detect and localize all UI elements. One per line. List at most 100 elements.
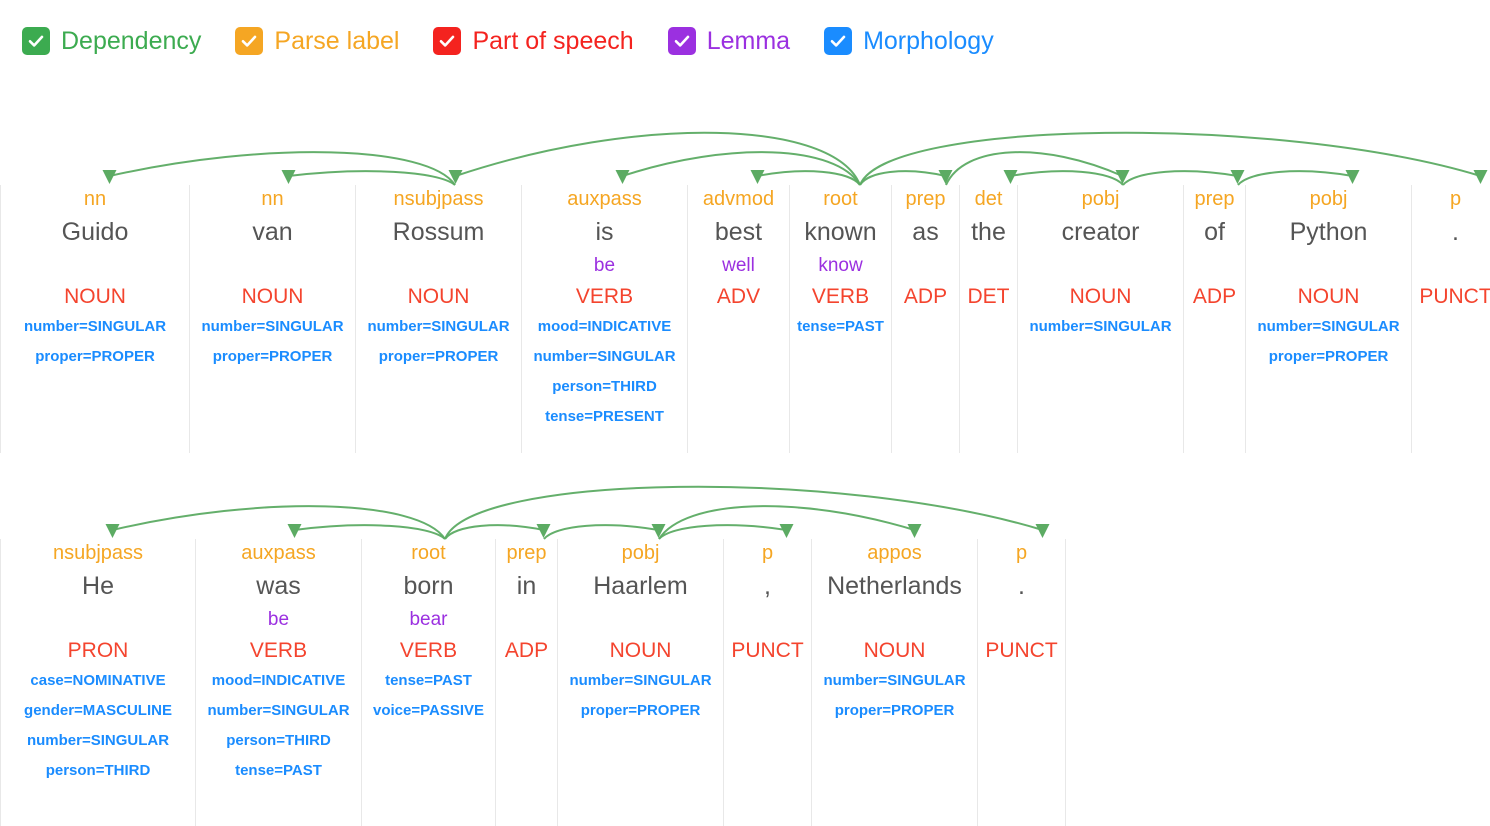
morphology-feature: number=SINGULAR [533,348,676,365]
parse-label: pobj [1081,188,1120,210]
part-of-speech-tag: ADP [504,639,549,662]
part-of-speech-tag: VERB [575,285,634,308]
morphology-feature: voice=PASSIVE [372,702,485,719]
legend-toggle-part-of-speech[interactable]: Part of speech [433,27,634,55]
token-lemma [1098,251,1103,281]
token-word: . [1018,572,1025,600]
arrowhead [536,524,551,538]
token-word: is [595,218,614,246]
part-of-speech-tag: DET [967,285,1010,308]
parse-label: appos [867,542,922,564]
morphology-feature: tense=PAST [385,672,472,689]
token-word: Guido [61,218,129,246]
token-word: known [804,218,877,246]
part-of-speech-tag: NOUN [64,285,126,308]
checkbox-checked-icon[interactable] [22,27,50,55]
morphology-feature: number=SINGULAR [201,318,344,335]
legend-toggle-dependency[interactable]: Dependency [22,27,201,55]
morphology-feature: tense=PRESENT [545,408,664,425]
token-lemma: be [593,255,616,276]
arrowhead [1473,170,1488,184]
checkbox-checked-icon[interactable] [235,27,264,55]
arrowhead [105,524,120,538]
legend-toggle-morphology[interactable]: Morphology [824,27,994,55]
part-of-speech-tag: VERB [811,285,870,308]
token-column[interactable]: p, PUNCT [724,539,812,826]
parse-label: nn [83,188,107,210]
dependency-arc [658,505,922,540]
dependency-arc [287,524,446,540]
token-lemma [1326,251,1331,281]
token-column[interactable]: prep in ADP [496,539,558,826]
morphology-feature: number=SINGULAR [823,672,966,689]
part-of-speech-tag: VERB [249,639,308,662]
dependency-arc [444,524,551,540]
parse-label: det [974,188,1003,210]
dependency-arc [859,170,953,186]
arrowhead [779,524,794,538]
morphology-feature: tense=PAST [797,318,884,335]
morphology-feature: person=THIRD [45,762,151,779]
token-word: Netherlands [827,572,962,600]
dependency-arc [543,524,666,540]
token-column[interactable]: p. PUNCT [1412,185,1490,453]
token-lemma [638,605,643,635]
morphology-feature: number=SINGULAR [367,318,510,335]
arrowhead [651,524,666,538]
token-word: best [714,218,763,246]
dependency-arc [1003,170,1124,186]
token-column[interactable]: p. PUNCT [978,539,1066,826]
part-of-speech-tag: NOUN [1297,285,1360,308]
arrowhead [1230,170,1245,184]
morphology-feature: person=THIRD [552,378,657,395]
morphology-feature: mood=INDICATIVE [537,318,672,335]
checkbox-checked-icon[interactable] [433,27,462,55]
token-word: Rossum [392,218,485,246]
token-lemma [765,605,770,635]
morphology-feature: number=SINGULAR [569,672,712,689]
morphology-feature: tense=PAST [235,762,322,779]
morphology-feature: number=SINGULAR [23,318,167,335]
morphology-feature: proper=PROPER [580,702,701,719]
token-word: He [82,572,114,600]
parse-label: p [761,542,774,564]
arrowhead [281,170,296,184]
arrowhead [287,524,302,538]
morphology-feature: gender=MASCULINE [24,702,172,719]
token-word: as [912,218,939,246]
part-of-speech-tag: NOUN [241,285,304,308]
token-lemma [1212,251,1217,281]
checkbox-checked-icon[interactable] [824,27,853,55]
dependency-arc [1122,170,1245,186]
legend-toggle-parse-label[interactable]: Parse label [235,27,399,55]
checkbox-checked-icon[interactable] [667,27,696,55]
parse-label: p [1015,542,1028,564]
token-lemma: know [818,255,863,276]
morphology-feature: case=NOMINATIVE [30,672,166,689]
legend-label: Parse label [274,27,400,55]
dependency-arc [859,131,1488,186]
part-of-speech-tag: NOUN [407,285,470,308]
token-word: in [516,572,537,600]
legend-toggle-lemma[interactable]: Lemma [667,27,790,55]
arrowhead [448,170,463,184]
parse-label: prep [506,542,547,564]
arrowhead [907,524,922,538]
